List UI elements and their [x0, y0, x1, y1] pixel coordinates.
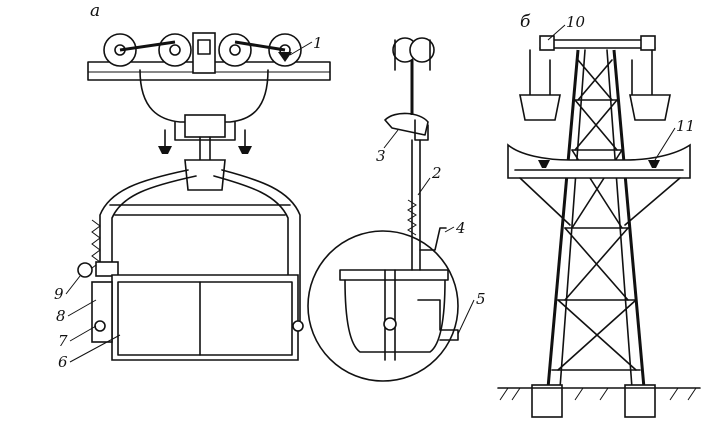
gondola-body	[111, 274, 299, 361]
carriage-assembly	[77, 32, 331, 361]
callout-11: 11	[676, 117, 695, 135]
leader-lines	[65, 24, 676, 363]
callout-10: 10	[566, 13, 586, 31]
gondola-bracket	[91, 281, 113, 343]
cable-shoe-right	[629, 94, 671, 121]
wheel-group	[103, 33, 302, 67]
callout-4: 4	[455, 219, 466, 237]
panel-label-b: б	[520, 12, 531, 32]
hanger-body	[139, 69, 269, 123]
support-rod	[411, 139, 421, 271]
leader-4	[444, 226, 455, 233]
leader-6	[69, 334, 121, 363]
cable-shoe-left	[519, 94, 561, 121]
top-crossarm	[539, 39, 656, 49]
leader-5	[457, 299, 475, 335]
suspension-arm-right	[221, 169, 301, 326]
wheel	[158, 33, 192, 67]
suspension-head	[184, 159, 226, 191]
callout-6: 6	[58, 353, 68, 371]
leader-7	[69, 325, 97, 342]
callout-2: 2	[431, 164, 442, 182]
tower-assembly	[497, 35, 701, 418]
footing-right	[624, 384, 656, 418]
leader-8	[67, 299, 97, 317]
hanger-clamp	[184, 114, 226, 138]
wheel	[218, 33, 252, 67]
track-rail	[87, 61, 331, 81]
leader-3	[383, 129, 399, 149]
lock-pin	[77, 262, 93, 278]
hook-clamp	[384, 112, 429, 136]
tower-leg-right	[612, 49, 646, 389]
detail-circle	[307, 230, 459, 382]
leader-2	[417, 177, 431, 196]
callout-5: 5	[476, 290, 486, 308]
footing-left	[531, 384, 563, 418]
clamp-block	[192, 32, 216, 74]
leader-10	[547, 24, 566, 41]
spring	[91, 219, 101, 269]
callout-8: 8	[56, 307, 66, 325]
side-view-assembly	[307, 37, 459, 382]
suspension-arm-left	[99, 169, 189, 271]
callout-7: 7	[58, 332, 68, 350]
panel-label-a: а	[90, 1, 100, 21]
leader-1	[289, 41, 313, 56]
callout-3: 3	[376, 147, 386, 165]
leader-11	[654, 127, 676, 161]
callout-1: 1	[313, 34, 323, 52]
latch-lever	[419, 227, 447, 251]
callout-9: 9	[54, 285, 64, 303]
leader-9	[65, 275, 81, 295]
